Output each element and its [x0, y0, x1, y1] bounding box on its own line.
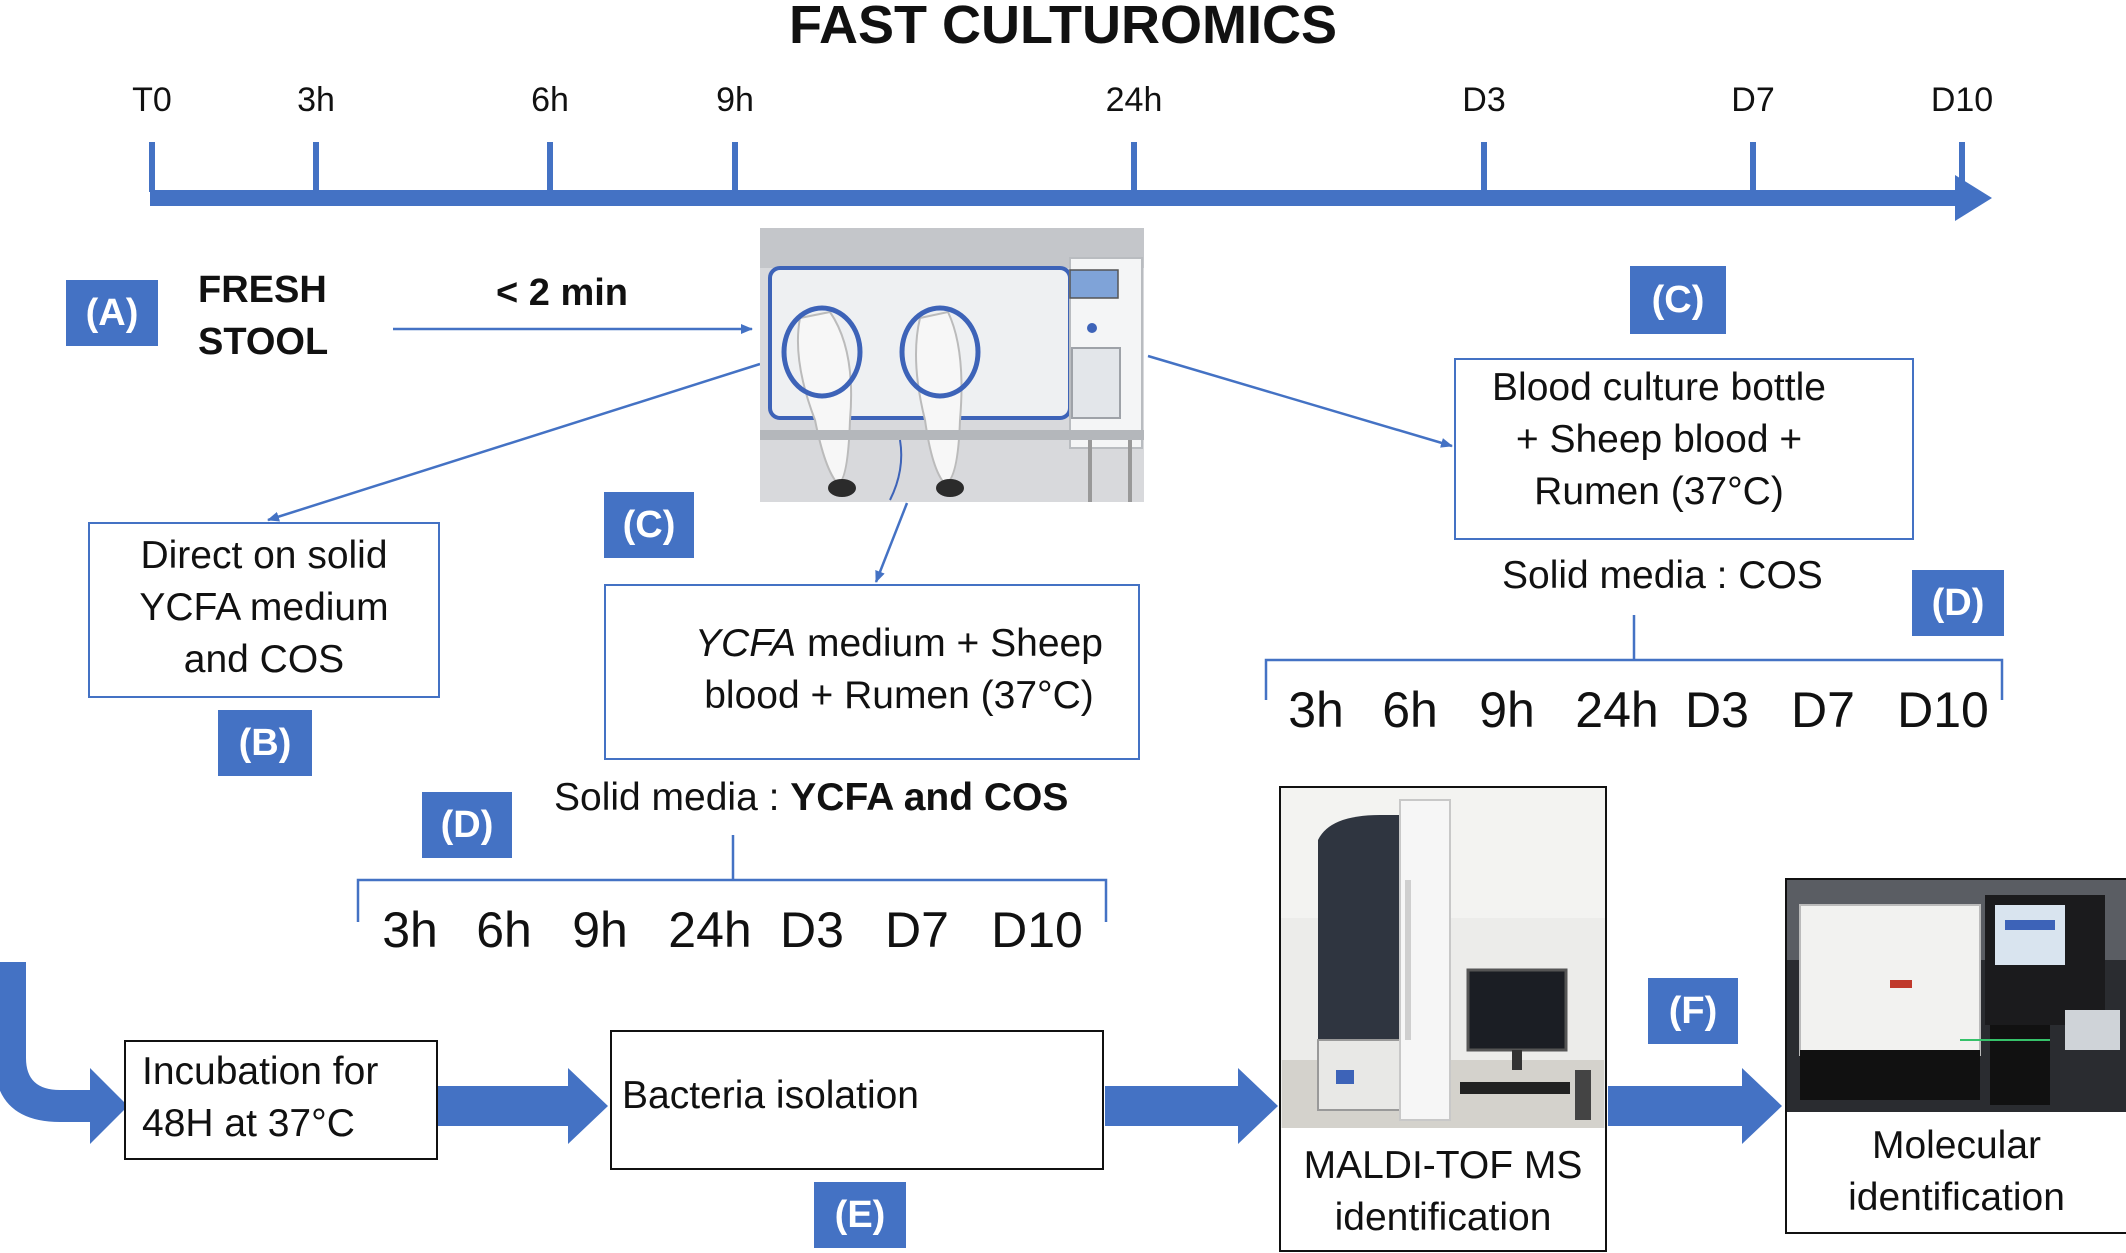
timeline-tick-label: 9h	[716, 81, 754, 119]
step-tag-c-right: (C)	[1630, 266, 1726, 334]
diagram-title: FAST CULTUROMICS	[789, 0, 1337, 55]
step-tag-b: (B)	[218, 710, 312, 776]
maldi-box	[1279, 786, 1607, 1252]
fresh-stool-line: STOOL	[198, 321, 329, 363]
molecular-box	[1785, 878, 2126, 1234]
incubation-box: Incubation for 48H at 37°C	[124, 1040, 438, 1160]
incubation-text: Incubation for 48H at 37°C	[142, 1050, 379, 1145]
blood-culture-box	[1454, 358, 1914, 540]
arrow-incubation-to-isolation	[438, 1068, 608, 1144]
molecular-text: Molecular identification	[1848, 1124, 2065, 1219]
maldi-text: MALDI-TOF MS identification	[1303, 1144, 1583, 1239]
timeline-tick-label: D7	[1731, 81, 1775, 119]
timeline-bar	[150, 190, 1960, 206]
timeline-tick	[547, 142, 553, 192]
timeline-tick	[732, 142, 738, 192]
anaerobic-chamber-photo	[760, 228, 1144, 502]
isolation-box	[610, 1030, 1104, 1170]
ycfa-culture-text: YCFA medium + Sheep blood + Rumen (37°C)	[695, 622, 1103, 717]
blood-solid-media-label: Solid media : COS	[1502, 554, 1823, 597]
direct-plating-box: Direct on solid YCFA medium and COS	[88, 522, 440, 698]
ycfa-solid-media-label: Solid media : YCFA and COS	[554, 776, 1069, 819]
schedule-timepoint: 3h	[382, 902, 438, 958]
timeline-tick	[1481, 142, 1487, 192]
timeline-tick	[1131, 142, 1137, 192]
step-tag-d-left: (D)	[422, 792, 512, 858]
schedule-timepoint: 24h	[1575, 682, 1659, 738]
fresh-stool-line: FRESH	[198, 269, 327, 311]
step-tag-f: (F)	[1648, 978, 1738, 1044]
schedule-timepoint: 9h	[1479, 682, 1535, 738]
schedule-timepoint: D3	[780, 902, 844, 958]
ycfa-culture-box	[604, 584, 1140, 760]
sequencer-photo	[1787, 880, 2126, 1112]
ycfa-italic: YCFA	[695, 622, 797, 665]
arrow-chamber-to-ycfa	[874, 502, 909, 583]
arrow-chamber-to-blood	[1147, 354, 1453, 448]
fresh-stool-label: FRESH STOOL	[198, 264, 328, 368]
maldi-tof-instrument-photo	[1281, 788, 1605, 1128]
timeline-tick-label: D10	[1930, 81, 1994, 119]
arrow-chamber-to-direct	[267, 362, 761, 522]
schedule-bracket-right	[1264, 615, 2004, 700]
timeline-tick	[1750, 142, 1756, 192]
timeline-tick	[149, 142, 155, 192]
schedule-timepoint: D3	[1685, 682, 1749, 738]
timeline	[149, 142, 1992, 221]
curved-arrow-into-incubation	[0, 962, 128, 1144]
timeline-tick-label: 6h	[531, 81, 569, 119]
timeline-tick-label: 3h	[297, 81, 335, 119]
blood-culture-text: Blood culture bottle + Sheep blood + Rum…	[1492, 366, 1826, 513]
schedule-timepoint: 3h	[1288, 682, 1344, 738]
timeline-tick-label: 24h	[1105, 81, 1163, 119]
transfer-time-label: < 2 min	[496, 272, 628, 314]
schedule-timepoint: D7	[1791, 682, 1855, 738]
arrow-maldi-to-sequencing	[1608, 1068, 1782, 1144]
schedule-bracket-left	[356, 835, 1108, 922]
step-tag-e: (E)	[814, 1182, 906, 1248]
process-flow-arrows	[0, 962, 1782, 1144]
direct-plating-text: Direct on solid YCFA medium and COS	[139, 534, 389, 681]
schedule-timepoint: D10	[1897, 682, 1989, 738]
schedule-timepoint: 6h	[1382, 682, 1438, 738]
step-tag-a: (A)	[66, 280, 158, 346]
step-tag-c-left: (C)	[604, 492, 694, 558]
schedule-timepoint: 24h	[668, 902, 752, 958]
arrow-isolation-to-maldi	[1105, 1068, 1278, 1144]
step-tag-d-right: (D)	[1912, 570, 2004, 636]
timeline-tick	[313, 142, 319, 192]
timeline-tick-label: T0	[132, 81, 172, 119]
schedule-timepoint: 9h	[572, 902, 628, 958]
schedule-timepoint: D10	[991, 902, 1083, 958]
isolation-text: Bacteria isolation	[622, 1074, 919, 1117]
schedule-timepoint: 6h	[476, 902, 532, 958]
timeline-tick	[1959, 142, 1965, 192]
timeline-tick-label: D3	[1462, 81, 1506, 119]
schedule-timepoint: D7	[885, 902, 949, 958]
